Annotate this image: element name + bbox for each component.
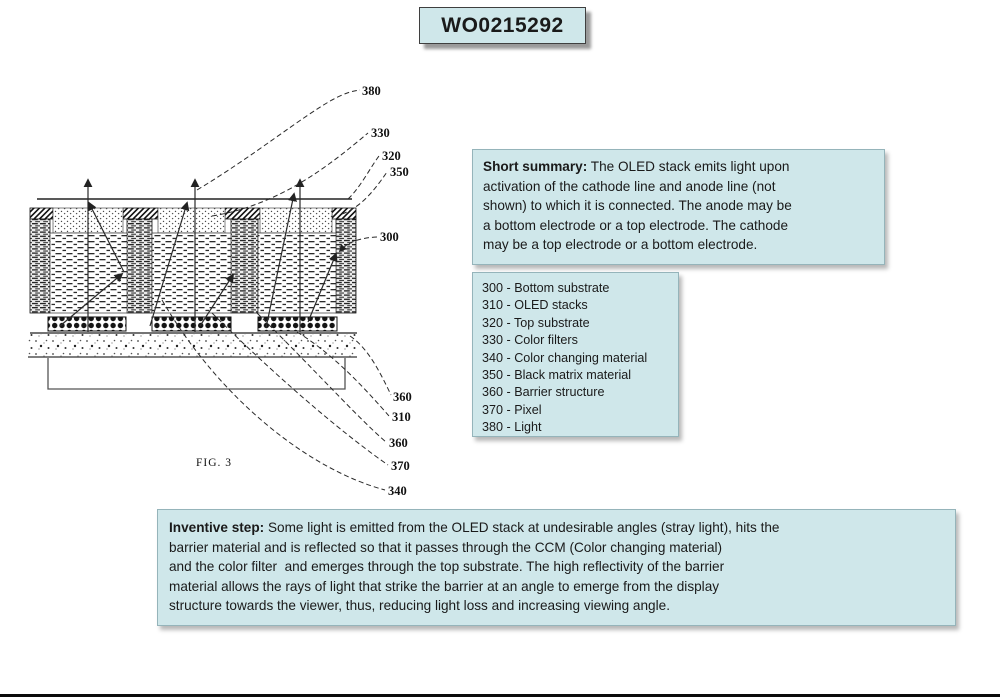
figure-caption: FIG. 3 xyxy=(196,457,232,469)
patent-figure: 380 330 320 350 300 360 310 360 370 340 … xyxy=(28,84,412,498)
legend-item: 300 - Bottom substrate xyxy=(482,281,610,295)
legend-item: 320 - Top substrate xyxy=(482,315,590,330)
title-box: WO0215292 xyxy=(419,7,586,44)
summary-label: Short summary: xyxy=(483,159,588,174)
legend-item: 360 - Barrier structure xyxy=(482,385,605,400)
callout-330: 330 xyxy=(371,126,390,140)
callout-340: 340 xyxy=(388,484,407,498)
summary-line: activation of the cathode line and anode… xyxy=(483,178,776,194)
pixel-ccm-blocks xyxy=(49,232,337,314)
page-title: WO0215292 xyxy=(441,13,564,37)
callout-360a: 360 xyxy=(393,390,412,404)
callout-350: 350 xyxy=(390,165,409,179)
callout-300: 300 xyxy=(380,230,399,244)
summary-line: may be a top electrode or a bottom elect… xyxy=(483,237,758,253)
callout-360b: 360 xyxy=(389,436,408,450)
inventive-label: Inventive step: xyxy=(169,520,265,535)
oled-stack-strips xyxy=(47,316,338,332)
summary-line: a bottom electrode or a top electrode. T… xyxy=(483,217,789,233)
inventive-step-box: Inventive step: Some light is emitted fr… xyxy=(157,509,956,626)
legend-box: 300 - Bottom substrate 310 - OLED stacks… xyxy=(472,272,679,437)
leader-lines xyxy=(161,89,392,491)
summary-line: shown) to which it is connected. The ano… xyxy=(483,198,792,214)
substrate-band xyxy=(28,332,357,358)
legend-item: 350 - Black matrix material xyxy=(482,368,632,383)
legend-item: 340 - Color changing material xyxy=(482,350,648,365)
summary-line: Short summary: The OLED stack emits ligh… xyxy=(483,159,790,174)
legend-item: 380 - Light xyxy=(482,420,542,435)
callout-370: 370 xyxy=(391,459,410,473)
callout-320: 320 xyxy=(382,149,401,163)
figure-callouts: 380 330 320 350 300 360 310 360 370 340 xyxy=(362,84,412,498)
legend-item: 310 - OLED stacks xyxy=(482,298,588,313)
short-summary-box: Short summary: The OLED stack emits ligh… xyxy=(472,149,885,265)
light-rays xyxy=(59,178,338,332)
callout-380: 380 xyxy=(362,84,381,98)
inventive-line: material allows the rays of light that s… xyxy=(169,578,720,594)
inventive-line: structure towards the viewer, thus, redu… xyxy=(169,598,670,614)
legend-item: 330 - Color filters xyxy=(482,333,578,348)
legend-item: 370 - Pixel xyxy=(482,402,542,417)
inventive-line: Inventive step: Some light is emitted fr… xyxy=(169,520,780,535)
inventive-line: barrier material and is reflected so tha… xyxy=(169,539,723,555)
bottom-substrate-outline xyxy=(47,358,346,390)
callout-310: 310 xyxy=(392,410,411,424)
inventive-line: and the color filter and emerges through… xyxy=(169,559,725,575)
